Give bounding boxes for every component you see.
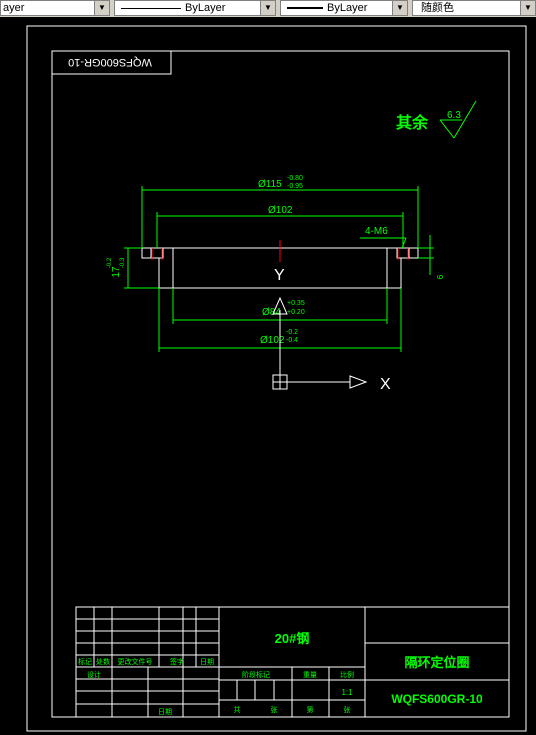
layer-combo-value: ayer	[3, 2, 25, 14]
lineweight-combo[interactable]: ByLayer ▼	[280, 0, 408, 16]
label-design: 设计	[87, 670, 101, 679]
hdr-count: 处数	[96, 657, 110, 666]
label-date: 日期	[158, 708, 172, 716]
part-code-label: WQFS600GR-10	[391, 692, 483, 706]
roughness-note: 其余	[396, 113, 429, 132]
dim-holes: 4-M6	[365, 226, 388, 237]
hdr-mark: 标记	[78, 657, 92, 666]
ucs-x-label: X	[380, 376, 391, 393]
roughness-value: 6.3	[447, 110, 461, 121]
code-box-text: WQFS600GR-10	[68, 56, 152, 68]
dim-height: 17	[111, 266, 122, 278]
properties-toolbar: ayer ▼ ByLayer ▼ ByLayer ▼ 随颜色 ▼	[0, 0, 536, 17]
dim-outer-tol-lower: -0.95	[287, 183, 303, 190]
dim-inner-tol-upper: +0.35	[287, 300, 305, 307]
lineweight-sample	[287, 7, 323, 9]
dim-outer-tol-upper: -0.80	[287, 175, 303, 182]
dim-small: 6	[436, 274, 445, 279]
chevron-down-icon[interactable]: ▼	[260, 1, 275, 15]
color-combo-value: 随颜色	[421, 2, 454, 14]
linetype-combo[interactable]: ByLayer ▼	[114, 0, 276, 16]
hdr-scale: 比例	[340, 670, 354, 679]
code-box	[51, 50, 172, 75]
roughness-symbol-icon	[439, 100, 477, 139]
ucs-icon	[272, 296, 368, 390]
material-label: 20#钢	[275, 631, 310, 646]
dim-height-tol-lower: -0.3	[120, 257, 126, 268]
dim-inner2-dia: Ø102	[260, 335, 285, 346]
label-total: 共	[234, 705, 241, 714]
scale-value: 1:1	[341, 688, 353, 697]
layer-combo[interactable]: ayer ▼	[0, 0, 110, 16]
hdr-sign: 签字	[170, 657, 184, 666]
chevron-down-icon[interactable]: ▼	[94, 1, 109, 15]
dimension-lines	[124, 186, 434, 352]
thread-hole-left	[150, 247, 164, 260]
hdr-change-doc: 更改文件号	[118, 657, 153, 666]
dim-height-tol-upper: -0.2	[107, 257, 113, 268]
thread-hole-right	[396, 247, 410, 260]
title-block	[75, 606, 510, 718]
hdr-stage-mark: 阶段标记	[242, 670, 270, 679]
chevron-down-icon[interactable]: ▼	[392, 1, 407, 15]
label-sheet-no: 第	[307, 705, 314, 714]
dim-inner2-tol-upper: -0.2	[286, 329, 298, 336]
chevron-down-icon[interactable]: ▼	[520, 1, 535, 15]
drawing-canvas[interactable]: WQFS600GR-10 其余 6.3	[0, 17, 536, 735]
lineweight-combo-value: ByLayer	[327, 2, 368, 14]
label-sheet: 张	[344, 705, 351, 714]
dim-inner2-tol-lower: -0.4	[286, 337, 298, 344]
label-sheets: 张	[271, 705, 278, 714]
dim-inner-dia: Ø84	[262, 307, 281, 318]
dim-bolt-circle: Ø102	[268, 205, 293, 216]
dim-inner-tol-lower: +0.20	[287, 309, 305, 316]
hdr-date: 日期	[200, 658, 214, 666]
color-combo[interactable]: 随颜色 ▼	[412, 0, 536, 16]
outer-frame	[26, 25, 527, 732]
dim-outer-dia: Ø115	[258, 179, 282, 190]
hdr-weight: 重量	[303, 671, 317, 679]
linetype-sample	[121, 8, 181, 9]
ucs-y-label: Y	[274, 267, 285, 284]
linetype-combo-value: ByLayer	[185, 2, 226, 14]
part-name-label: 隔环定位圈	[404, 655, 469, 670]
